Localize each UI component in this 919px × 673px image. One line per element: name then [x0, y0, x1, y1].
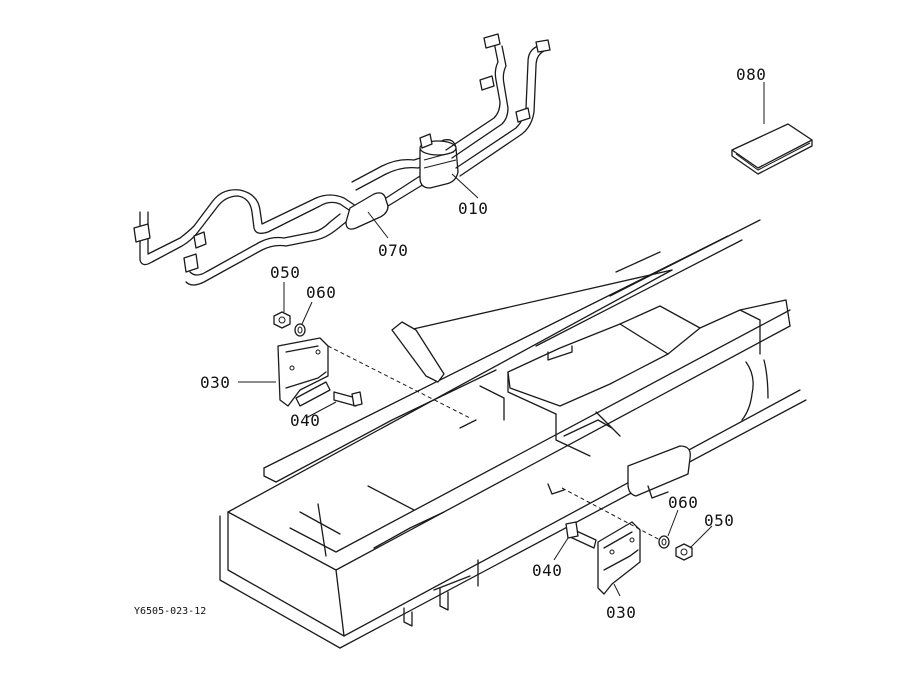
drawing-reference: Y6505-023-12 — [134, 606, 206, 617]
hose-assembly — [133, 33, 551, 286]
bracket-right-030 — [561, 487, 661, 595]
washer-left-060 — [294, 323, 306, 337]
nut-right-050 — [675, 543, 693, 561]
label-080: 080 — [736, 65, 766, 84]
label-040-left: 040 — [290, 411, 320, 430]
label-030-right: 030 — [606, 603, 636, 622]
label-030-left: 030 — [200, 373, 230, 392]
bracket-left-030 — [277, 337, 471, 419]
washer-right-060 — [658, 535, 670, 549]
book-080 — [731, 123, 813, 175]
nut-left-050 — [273, 311, 291, 329]
bolt-right-040 — [565, 521, 597, 549]
label-060-right: 060 — [668, 493, 698, 512]
label-050-right: 050 — [704, 511, 734, 530]
leader-lines — [238, 82, 765, 597]
label-040-right: 040 — [532, 561, 562, 580]
bolt-left-040 — [333, 391, 363, 407]
label-060-top: 060 — [306, 283, 336, 302]
label-010: 010 — [458, 199, 488, 218]
label-070: 070 — [378, 241, 408, 260]
label-050-top: 050 — [270, 263, 300, 282]
